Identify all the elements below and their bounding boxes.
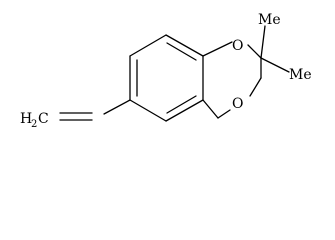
molecule-structure: O O Me Me H 2 C	[20, 12, 312, 130]
dioxane-ring	[202, 41, 262, 119]
bond-quaternary-to-oxygen-bottom	[249, 77, 262, 97]
benzene-ring	[129, 34, 204, 122]
bond-ring-5-inner	[166, 95, 197, 114]
bond-oxygen-bottom-to-ch2	[217, 109, 231, 119]
bond-ring-6	[129, 99, 167, 122]
bond-ch2-to-ring	[202, 99, 219, 119]
bond-ring-3-inner	[166, 42, 197, 61]
vinyl-c-label: C	[38, 111, 49, 127]
bond-ring-5	[165, 99, 204, 122]
bond-ring-2	[129, 34, 167, 57]
oxygen-bottom-label: O	[232, 96, 243, 112]
bond-ring-3	[165, 34, 204, 57]
bond-ring-to-vinyl-ch	[103, 99, 131, 115]
oxygen-top-label: O	[232, 38, 243, 54]
bond-oxygen-top-to-quaternary	[247, 44, 262, 59]
bond-methyl-upper	[260, 25, 266, 59]
methyl-groups	[260, 25, 290, 73]
bond-ring-to-oxygen-top	[202, 41, 233, 57]
vinyl-group	[59, 99, 131, 121]
vinyl-subscript-label: 2	[31, 119, 37, 130]
vinyl-h-label: H	[20, 111, 32, 127]
bond-methyl-lower	[260, 57, 290, 73]
methyl-upper-label: Me	[258, 12, 281, 28]
methyl-lower-label: Me	[289, 67, 312, 83]
